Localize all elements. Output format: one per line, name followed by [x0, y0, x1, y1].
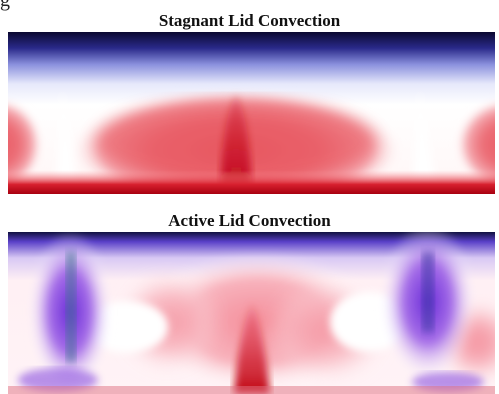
active-lid-title: Active Lid Convection [168, 211, 331, 230]
active-lid-panel [8, 232, 495, 394]
stagnant-lid-title: Stagnant Lid Convection [158, 11, 341, 30]
figure-fragment-text: g [0, 0, 10, 11]
stagnant-lid-panel [8, 32, 495, 194]
active-lid-field [8, 232, 495, 394]
stagnant-lid-field [8, 32, 495, 194]
